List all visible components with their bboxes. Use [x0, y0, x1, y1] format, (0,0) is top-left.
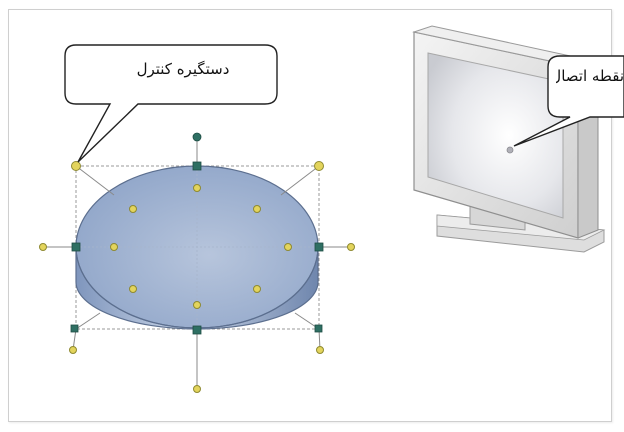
handle-top-middle[interactable] — [193, 162, 201, 170]
handle-top-left[interactable] — [72, 162, 81, 171]
connection-point[interactable] — [285, 244, 292, 251]
handle-bottom-left[interactable] — [71, 325, 78, 332]
connection-point[interactable] — [111, 244, 118, 251]
connection-point[interactable] — [254, 206, 261, 213]
handle-right-middle[interactable] — [315, 243, 323, 251]
handle-bottom-middle[interactable] — [193, 326, 201, 334]
connection-point[interactable] — [130, 286, 137, 293]
connection-point[interactable] — [194, 302, 201, 309]
connection-point-dot[interactable] — [507, 147, 513, 153]
handle-left-middle[interactable] — [72, 243, 80, 251]
callout-control-handle-label: دستگیره کنترل — [98, 60, 268, 78]
connection-point[interactable] — [194, 185, 201, 192]
handle-top-right[interactable] — [315, 162, 324, 171]
connection-point[interactable] — [70, 347, 77, 354]
connection-point[interactable] — [348, 244, 355, 251]
handle-bottom-right[interactable] — [315, 325, 322, 332]
cylinder-shape[interactable] — [40, 133, 355, 393]
callout-connection-point-label: نقطه اتصال — [556, 67, 624, 85]
connection-point[interactable] — [194, 386, 201, 393]
connection-point[interactable] — [254, 286, 261, 293]
connection-point[interactable] — [317, 347, 324, 354]
control-handle-top[interactable] — [193, 133, 201, 141]
connection-point[interactable] — [130, 206, 137, 213]
connection-point[interactable] — [40, 244, 47, 251]
